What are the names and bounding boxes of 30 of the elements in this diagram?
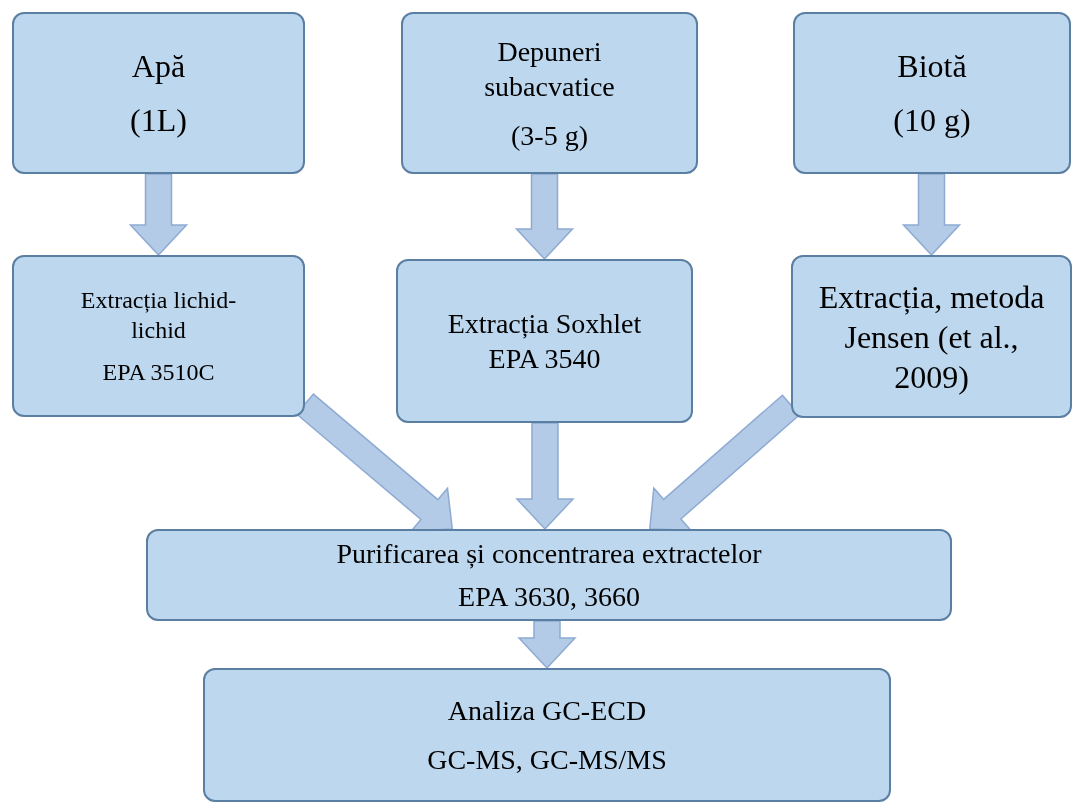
box-text: EPA 3540 [488,342,601,376]
block-arrow [648,394,801,532]
block-arrow [901,173,962,257]
box-text: EPA 3630, 3660 [458,580,640,614]
box-text: Analiza GC-ECD [447,694,647,728]
box-text: (10 g) [893,101,971,140]
box-text: Depuneri subacvatice [483,34,616,104]
box-text: Extracția Soxhlet [447,307,642,341]
process-box [791,255,1072,418]
process-box [793,12,1071,174]
process-box [146,529,952,621]
process-box [12,255,305,417]
block-arrow [514,173,575,261]
box-text: Biotă [897,47,967,86]
box-text: Purificarea și concentrarea extractelor [336,537,762,571]
process-box [203,668,891,802]
box-text: GC-MS, GC-MS/MS [427,743,667,777]
process-box [12,12,305,174]
process-box [401,12,698,174]
box-text: (3-5 g) [511,118,588,153]
box-text: EPA 3510C [102,358,215,387]
process-box [396,259,693,423]
block-arrow [515,422,575,531]
box-text: (1L) [130,101,187,140]
block-arrow [295,393,454,532]
box-text: Extracția, metoda Jensen (et al., 2009) [817,277,1046,397]
block-arrow [128,173,189,257]
box-text: Extracția lichid-lichid [79,286,238,345]
box-text: Apă [131,47,186,86]
block-arrow [517,620,577,670]
